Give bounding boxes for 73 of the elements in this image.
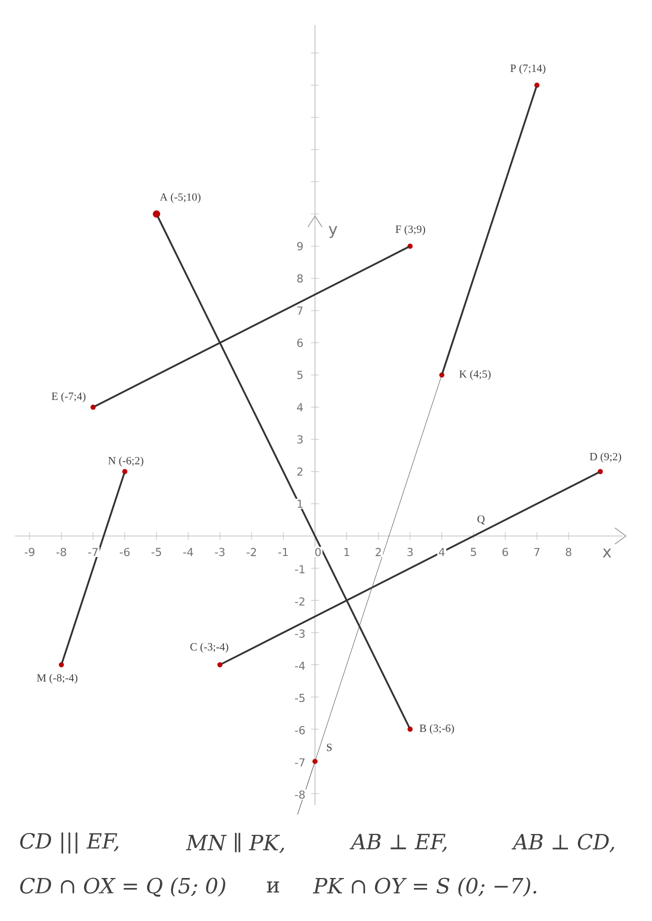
axis-label: x: [602, 548, 612, 558]
statement: AB ⊥ EF,: [350, 834, 447, 852]
node-label: D (9;2): [590, 452, 622, 463]
tick-label: 9: [296, 241, 304, 252]
point: S: [312, 744, 332, 764]
tick-label: 8: [564, 546, 574, 558]
node-label: M (-8;-4): [36, 674, 78, 684]
point: D (9;2): [590, 452, 622, 474]
tick-label: -9: [23, 546, 36, 558]
tick-label: 2: [374, 546, 383, 558]
tick-label: 2: [296, 466, 304, 477]
line-segment: [221, 472, 600, 665]
point: A (-5;10): [152, 193, 200, 218]
statement: CD ∩ OX = Q (5; 0): [20, 877, 226, 897]
line-segment: [441, 86, 538, 374]
point: N (-6;2): [108, 456, 144, 474]
line-segment: [156, 216, 410, 728]
tick-label: -5: [294, 692, 306, 704]
tick-label: 0: [314, 546, 322, 558]
tick-label: -2: [294, 596, 306, 606]
tick-label: 6: [500, 546, 510, 558]
tick-label: -4: [294, 660, 306, 671]
tick-label: -5: [150, 546, 163, 558]
tick-label: 4: [437, 546, 446, 557]
node-label: S: [326, 744, 332, 752]
node-label: P (7;14): [510, 64, 546, 74]
node-label: B (3;-6): [420, 724, 454, 734]
point: B (3;-6): [408, 724, 454, 734]
tick-label: 1: [342, 546, 352, 557]
tick-label: -3: [294, 628, 306, 639]
tick-label: -8: [54, 546, 68, 558]
point: F (3;9): [396, 225, 426, 249]
point: E (-7;4): [52, 392, 96, 410]
tick-label: -8: [294, 789, 306, 800]
tick-label: -6: [118, 546, 132, 558]
tick-label: -2: [245, 546, 258, 558]
point-label: Q: [477, 515, 485, 525]
tick-label: -3: [213, 546, 226, 558]
tick-label: 7: [296, 306, 304, 316]
tick-label: 1: [296, 498, 304, 509]
line-segment: [61, 472, 126, 664]
point: P (7;14): [510, 64, 546, 88]
node-label: F (3;9): [396, 225, 426, 236]
axis-label: y: [328, 226, 338, 238]
tick-label: -6: [294, 725, 306, 736]
tick-label: 5: [296, 370, 304, 380]
node-label: C (-3;-4): [190, 642, 228, 653]
line-segment: [94, 246, 409, 408]
node-label: E (-7;4): [52, 392, 86, 402]
point: C (-3;-4): [190, 642, 228, 668]
point: K (4;5): [439, 370, 491, 380]
tick-label: -4: [182, 546, 195, 557]
tick-label: -1: [276, 546, 290, 557]
tick-label: 4: [296, 402, 304, 412]
tick-label: 6: [296, 338, 304, 348]
tick-label: -1: [294, 564, 306, 574]
tick-label: 3: [406, 546, 415, 558]
tick-label: 3: [296, 434, 304, 445]
statement: AB ⊥ CD,: [512, 834, 614, 852]
statement: и: [266, 882, 280, 892]
node-label: N (-6;2): [108, 456, 144, 467]
point: M (-8;-4): [36, 662, 78, 684]
tick-label: -7: [86, 546, 100, 557]
tick-label: 7: [532, 546, 542, 557]
line-segment: [315, 376, 442, 760]
tick-label: -7: [294, 757, 306, 768]
statement: PK ∩ OY = S (0; −7).: [312, 877, 536, 897]
tick-label: 8: [296, 273, 304, 284]
statement: CD ||| EF,: [20, 832, 118, 854]
node-label: A (-5;10): [160, 193, 200, 203]
tick-label: 5: [469, 546, 478, 558]
statement: MN ∥ PK,: [186, 832, 284, 854]
node-label: K (4;5): [459, 370, 491, 380]
